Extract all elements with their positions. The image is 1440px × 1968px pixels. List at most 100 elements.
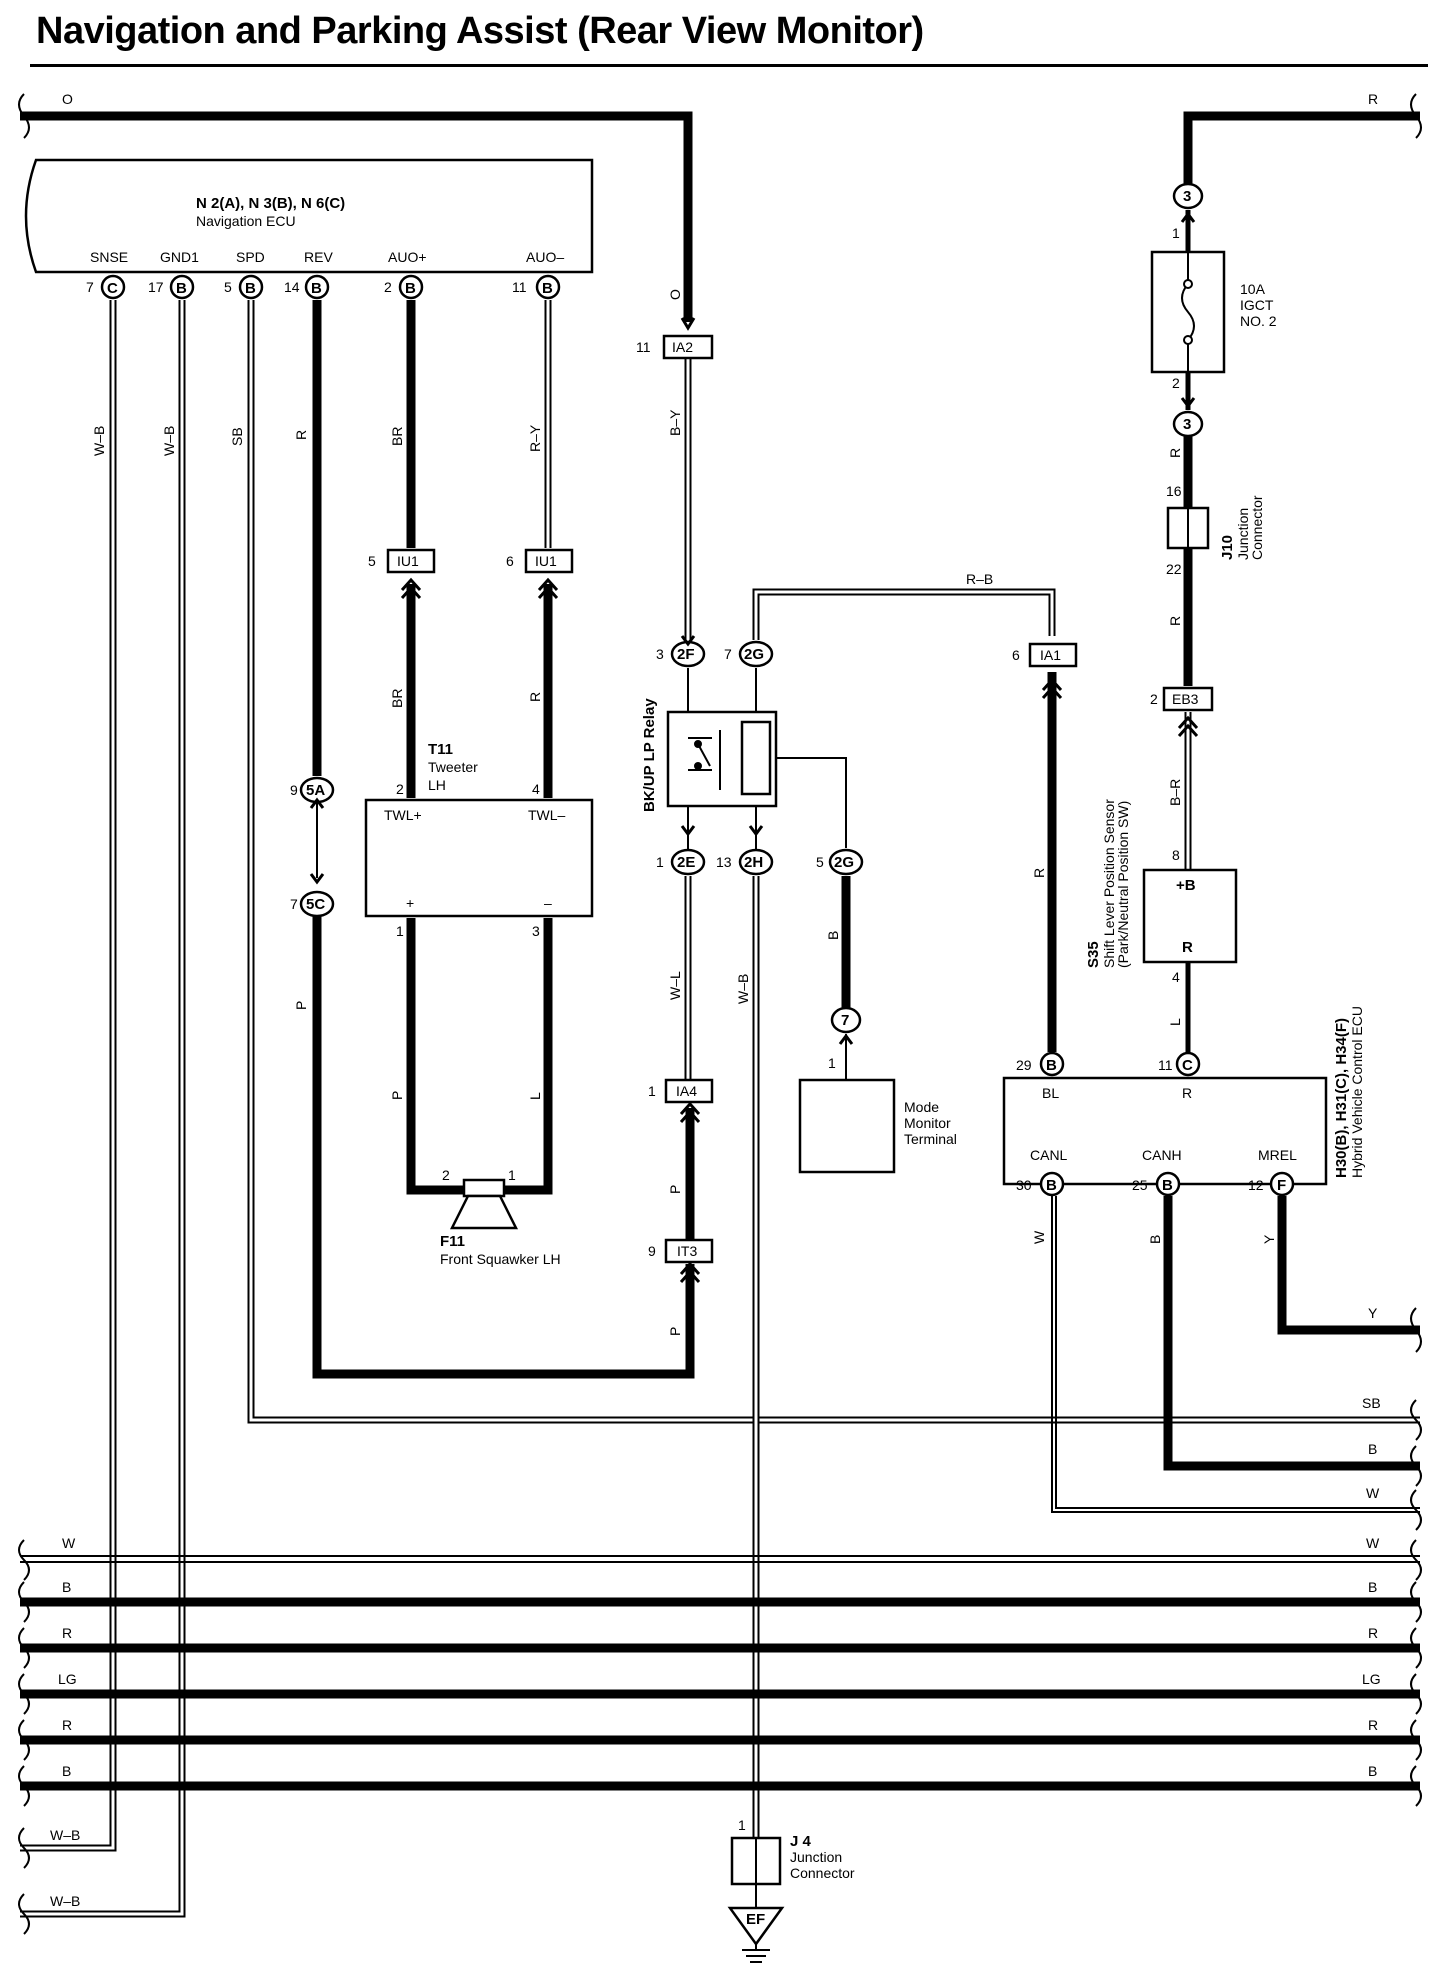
pin-iu1-b: 6 — [506, 553, 514, 569]
relay-coil — [740, 720, 772, 796]
speaker-icon — [449, 1178, 519, 1230]
hv-pin30: 30 — [1016, 1177, 1032, 1193]
label-sb-right: SB — [1362, 1395, 1381, 1411]
label-wb-2: W–B — [161, 426, 177, 456]
conn-5a: 5A — [306, 782, 325, 799]
pin-spd: 5 — [224, 279, 232, 295]
conn-2e: 2E — [677, 854, 695, 871]
label-b-canh: B — [1147, 1235, 1163, 1244]
label-bus-b1-right: B — [1368, 1579, 1377, 1595]
label-bus-b2-left: B — [62, 1763, 71, 1779]
pin-ia2: 11 — [636, 339, 651, 355]
pin-it3: 9 — [648, 1243, 656, 1259]
label-br-1: BR — [389, 427, 405, 446]
label-bus-w-left: W — [62, 1535, 76, 1551]
wire-y-mrel — [1277, 1196, 1420, 1335]
wire-w-canl — [1051, 1196, 1420, 1513]
conn-2g-a: 2G — [744, 646, 764, 663]
label-wb-2h: W–B — [735, 974, 751, 1004]
label-bus-r1-left: R — [62, 1625, 72, 1641]
label-p-ia4: P — [667, 1185, 683, 1194]
pin-snse: 7 — [86, 279, 94, 295]
hv-ecu-id: H30(B), H31(C), H34(F) — [1333, 1018, 1350, 1178]
j4-name2: Connector — [790, 1865, 855, 1881]
inline-connectors — [386, 334, 1214, 1264]
conn-letter-gnd1: B — [176, 280, 187, 297]
squawker-id: F11 — [440, 1233, 465, 1250]
ground-label: EF — [746, 1911, 765, 1928]
hv-pin12: 12 — [1248, 1177, 1264, 1193]
s35-name2: (Park/Neutral Position SW) — [1115, 801, 1131, 968]
wire-p-tweeter — [406, 918, 468, 1195]
conn-iu1-b: IU1 — [535, 553, 557, 569]
tweeter-plus: + — [406, 895, 414, 911]
nav-term-auo-plus: AUO+ — [388, 249, 427, 265]
conn-iu1-a: IU1 — [397, 553, 419, 569]
hv-conn-30: B — [1046, 1177, 1057, 1194]
label-r-top: R — [1368, 91, 1378, 107]
conn-5c: 5C — [306, 896, 325, 913]
pin-2f: 3 — [656, 646, 664, 662]
tweeter-twl-plus: TWL+ — [384, 807, 422, 823]
mode-monitor-box — [798, 1078, 896, 1174]
pin-5c: 7 — [290, 896, 298, 912]
wire-p-5c — [312, 916, 695, 1379]
label-rb: R–B — [966, 571, 993, 587]
pin-5a: 9 — [290, 782, 298, 798]
hv-conn-11: C — [1182, 1057, 1193, 1074]
navigation-ecu-box — [24, 158, 594, 274]
conn-eb3: EB3 — [1172, 691, 1199, 707]
s35-id: S35 — [1085, 941, 1102, 968]
relay-switch — [688, 730, 721, 790]
nav-term-rev: REV — [304, 249, 333, 265]
tweeter-pin2: 2 — [396, 781, 404, 797]
label-wb-bottom2: W–B — [50, 1893, 80, 1909]
pin-iu1-a: 5 — [368, 553, 376, 569]
label-r-iu1: R — [527, 692, 543, 702]
fuse-name2: NO. 2 — [1240, 313, 1277, 329]
pin-2h: 13 — [716, 854, 732, 870]
tweeter-id: T11 — [428, 741, 453, 758]
fuse-pin1: 1 — [1172, 225, 1180, 241]
earth-icon — [742, 1944, 770, 1963]
wire-rb — [752, 588, 1056, 640]
label-y-right: Y — [1368, 1305, 1378, 1321]
label-ry: R–Y — [527, 424, 543, 452]
s35-term-r: R — [1182, 939, 1193, 956]
label-p-it3: P — [667, 1327, 683, 1336]
conn-3-top: 3 — [1183, 188, 1191, 205]
conn-letter-rev: B — [311, 280, 322, 297]
break-marks — [18, 93, 1422, 1935]
pin-eb3: 2 — [1150, 691, 1158, 707]
conn-letter-snse: C — [107, 280, 118, 297]
conn-ia2: IA2 — [672, 339, 693, 355]
hv-pin25: 25 — [1132, 1177, 1148, 1193]
nav-ecu-name: Navigation ECU — [196, 213, 296, 229]
ground-icon — [727, 1906, 785, 1947]
nav-ecu-header: N 2(A), N 3(B), N 6(C) — [196, 195, 345, 212]
hv-connector-circles — [1039, 1051, 1295, 1197]
pin-auo-plus: 2 — [384, 279, 392, 295]
s35-name: Shift Lever Position Sensor — [1101, 799, 1117, 968]
label-w-right: W — [1366, 1485, 1380, 1501]
mode-name3: Terminal — [904, 1131, 957, 1147]
tweeter-box — [364, 798, 594, 918]
pin-ia4: 1 — [648, 1083, 656, 1099]
conn-letter-auo-plus: B — [405, 280, 416, 297]
conn-it3: IT3 — [677, 1243, 697, 1259]
label-bus-r2-right: R — [1368, 1717, 1378, 1733]
s35-box — [1142, 868, 1238, 964]
j10-name: Junction — [1235, 508, 1251, 560]
tweeter-minus: – — [544, 895, 552, 911]
wire-b-canh — [1163, 1196, 1420, 1471]
conn-2h: 2H — [744, 854, 763, 871]
label-y-mrel: Y — [1261, 1234, 1277, 1244]
label-w-canl: W — [1031, 1230, 1047, 1244]
label-bus-b1-left: B — [62, 1579, 71, 1595]
hv-term-canl: CANL — [1030, 1147, 1068, 1163]
j10-pin16: 16 — [1166, 483, 1182, 499]
squawker-pin1: 1 — [508, 1167, 516, 1183]
label-by: B–Y — [667, 409, 683, 436]
hv-ecu-name: Hybrid Vehicle Control ECU — [1349, 1006, 1365, 1178]
